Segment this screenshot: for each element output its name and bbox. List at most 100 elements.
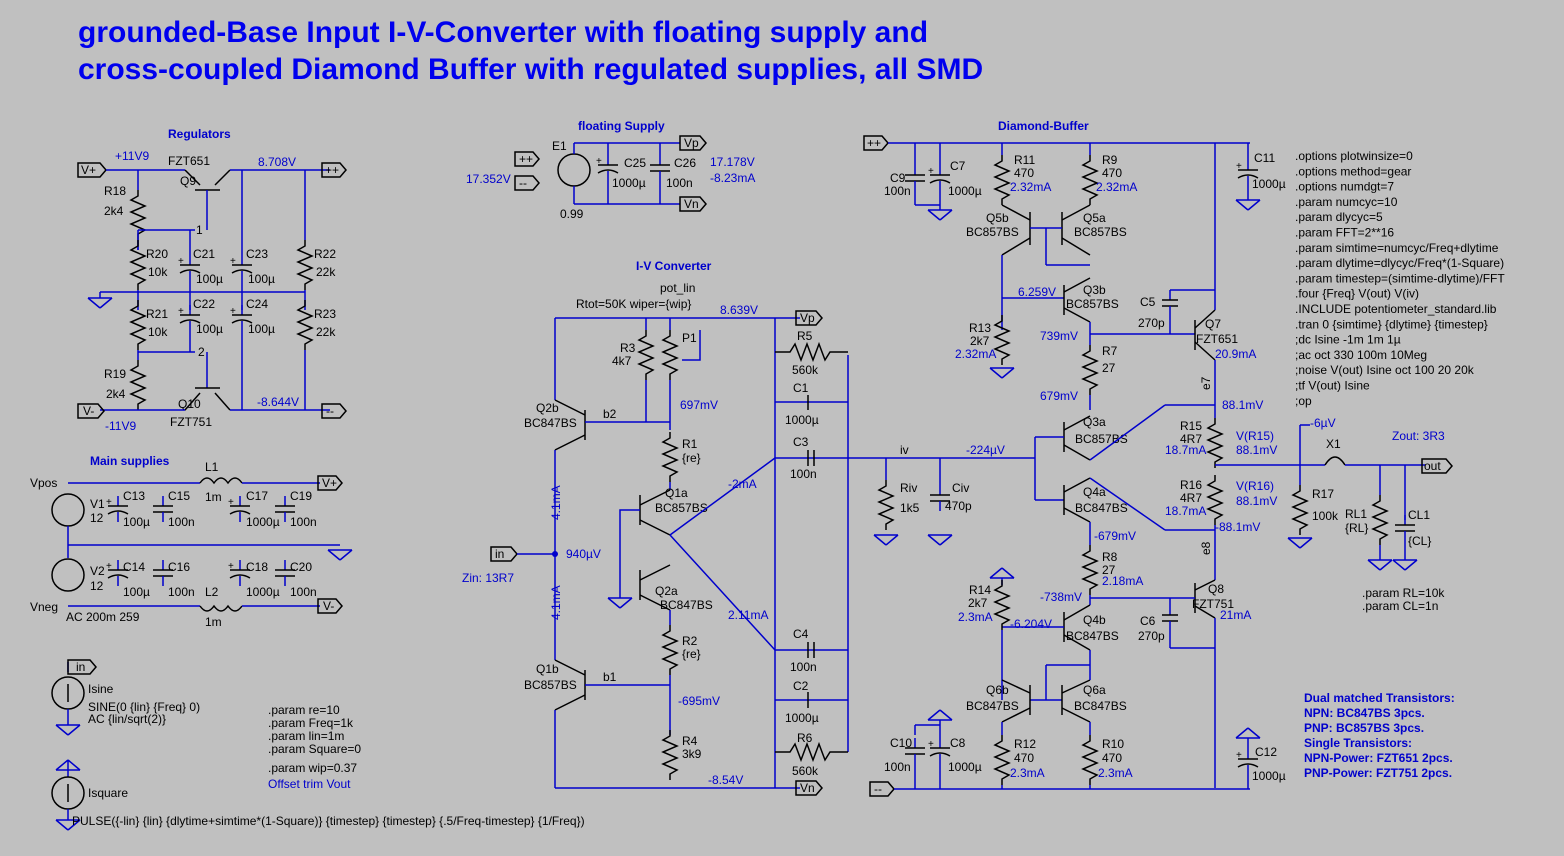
- r9-value: 470: [1102, 166, 1122, 180]
- c13-label: C13: [123, 489, 145, 503]
- out-flag[interactable]: [1421, 458, 1453, 474]
- q10-label: Q10: [178, 397, 201, 411]
- c4-label: C4: [793, 627, 809, 641]
- transistor-note-line: NPN: BC847BS 3pcs.: [1304, 706, 1425, 720]
- iv-vn-flag[interactable]: [795, 780, 823, 796]
- spice-directive-line: .options method=gear: [1295, 164, 1411, 178]
- out-flag-label: out: [1424, 459, 1441, 473]
- q2b-part: BC847BS: [524, 416, 577, 430]
- v2-ac-label: AC 200m 259: [66, 610, 140, 624]
- iv-vp-flag[interactable]: [795, 310, 823, 326]
- r11-current: 2.32mA: [1010, 180, 1051, 194]
- floating-vn-flag[interactable]: [679, 196, 707, 212]
- v-17352-label: 17.352V: [466, 172, 511, 186]
- c12-label: C12: [1255, 745, 1277, 759]
- r2-value: {re}: [682, 647, 701, 661]
- b2-label: b2: [603, 407, 617, 421]
- c1-value: 1000µ: [785, 413, 819, 427]
- minusminus-flag[interactable]: [321, 403, 347, 419]
- c26-label: C26: [674, 156, 696, 170]
- cl1-value: {CL}: [1408, 534, 1431, 548]
- plusplus-flag[interactable]: [321, 162, 347, 178]
- r6-label: R6: [797, 731, 813, 745]
- v2-value: 12: [90, 579, 104, 593]
- r6-value: 560k: [792, 764, 819, 778]
- floating-supply-header: floating Supply: [578, 119, 665, 133]
- diamond-buffer-header: Diamond-Buffer: [998, 119, 1089, 133]
- c9-value: 100n: [884, 184, 911, 198]
- vr15-label: V(R15): [1236, 429, 1274, 443]
- q4a-part: BC847BS: [1075, 501, 1128, 515]
- q1b-label: Q1b: [536, 662, 559, 676]
- r7-value: 27: [1102, 361, 1116, 375]
- v-neg738-label: -738mV: [1040, 590, 1082, 604]
- l2-value: 1m: [205, 615, 222, 629]
- spice-directive-line: ;op: [1295, 394, 1312, 408]
- vminus-flag[interactable]: [77, 403, 105, 419]
- floating-vp-flag[interactable]: [679, 135, 707, 151]
- c10-label: C10: [890, 736, 912, 750]
- pulse-label: PULSE({-lin} {lin} {dlytime+simtime*(1-S…: [72, 814, 585, 828]
- floating-plusplus-flag[interactable]: [514, 151, 540, 167]
- r16-current: 18.7mA: [1165, 504, 1206, 518]
- v-881-label: 88.1mV: [1222, 398, 1263, 412]
- floating-minusminus-flag[interactable]: [514, 175, 540, 191]
- param-freq: .param Freq=1k: [268, 716, 354, 730]
- diamond-plusplus-flag[interactable]: [863, 135, 889, 151]
- i-211-label: 2.11mA: [728, 608, 768, 622]
- r15-label: R15: [1180, 419, 1202, 433]
- vplus-main-flag[interactable]: [317, 475, 343, 491]
- c11-value: 1000µ: [1252, 177, 1286, 191]
- v-6259-label: 6.259V: [1018, 285, 1056, 299]
- isine-label: Isine: [88, 682, 114, 696]
- r22-value: 22k: [316, 265, 336, 279]
- r20-label: R20: [146, 247, 168, 261]
- node2-label: 2: [198, 345, 205, 359]
- cl1-label: CL1: [1408, 508, 1430, 522]
- transistor-notes: Dual matched Transistors:NPN: BC847BS 3p…: [1304, 691, 1455, 780]
- r18-value: 2k4: [104, 204, 124, 218]
- v1-value: 12: [90, 511, 104, 525]
- param-re: .param re=10: [268, 703, 340, 717]
- r11-value: 470: [1014, 166, 1034, 180]
- pot-lin-label: pot_lin: [660, 281, 695, 295]
- c15-label: C15: [168, 489, 190, 503]
- c6-label: C6: [1140, 614, 1156, 628]
- r1-label: R1: [682, 437, 698, 451]
- diamond-plusplus-label: ++: [867, 136, 881, 150]
- vminus-main-flag[interactable]: [317, 598, 343, 614]
- l2-label: L2: [205, 585, 219, 599]
- v-739-label: 739mV: [1040, 329, 1078, 343]
- c17-value: 1000µ: [246, 515, 280, 529]
- q2a-part: BC847BS: [660, 598, 713, 612]
- c10-value: 100n: [884, 760, 911, 774]
- c16-value: 100n: [168, 585, 195, 599]
- r21-value: 10k: [148, 325, 168, 339]
- zin-label: Zin: 13R7: [462, 571, 514, 585]
- c21-value: 100µ: [196, 272, 223, 286]
- in-source-flag[interactable]: [67, 659, 97, 675]
- r3-label: R3: [620, 341, 636, 355]
- r23-label: R23: [314, 307, 336, 321]
- zout-label: Zout: 3R3: [1392, 429, 1445, 443]
- vplus-flag[interactable]: [77, 162, 107, 178]
- spice-directive-line: .INCLUDE potentiometer_standard.lib: [1295, 302, 1497, 316]
- r14-current: 2.3mA: [958, 610, 993, 624]
- c4-value: 100n: [790, 660, 817, 674]
- q4b-part: BC847BS: [1066, 629, 1119, 643]
- v-11v9-label: +11V9: [115, 149, 149, 163]
- v-695-label: -695mV: [678, 694, 720, 708]
- c25-value: 1000µ: [612, 176, 646, 190]
- r10-label: R10: [1102, 737, 1124, 751]
- v-8639-label: 8.639V: [720, 303, 758, 317]
- diamond-minusminus-flag[interactable]: [869, 781, 895, 797]
- spice-directive-line: .param dlytime=dlycyc/Freq*(1-Square): [1295, 256, 1504, 270]
- spice-directive-line: .param timestep=(simtime-dlytime)/FFT: [1295, 271, 1505, 285]
- iv-in-flag[interactable]: [490, 546, 518, 562]
- i-823-label: -8.23mA: [710, 171, 755, 185]
- i-41a-label: 4.1mA: [549, 485, 563, 520]
- r17-value: 100k: [1312, 509, 1339, 523]
- v-17178-label: 17.178V: [710, 155, 755, 169]
- schematic-title-line1: grounded-Base Input I-V-Converter with f…: [78, 16, 929, 49]
